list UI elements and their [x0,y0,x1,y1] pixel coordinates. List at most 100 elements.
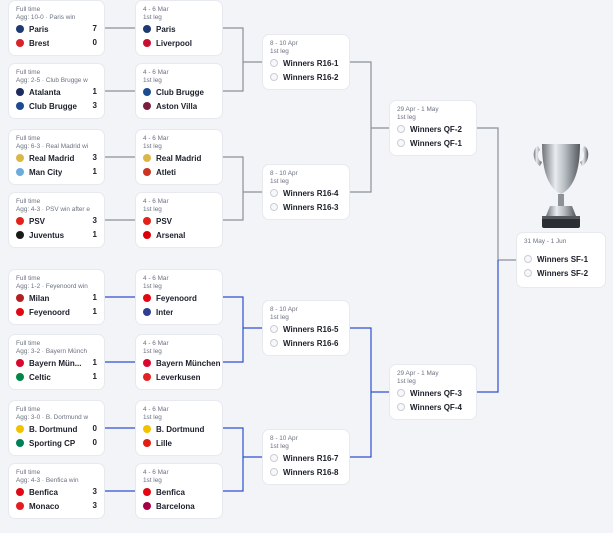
team-row-club-brugge[interactable]: Club Brugge [143,86,204,98]
team-name: Celtic [29,372,51,382]
team-row-man-city[interactable]: Man City [16,166,62,178]
match-status: 29 Apr - 1 May [397,370,439,377]
team-row-winners-r16-7[interactable]: Winners R16-7 [270,452,339,464]
team-row-feyenoord[interactable]: Feyenoord [16,306,70,318]
team-row-lille[interactable]: Lille [143,437,172,449]
placeholder-team-icon [270,189,278,197]
champions-league-trophy-icon [533,144,589,228]
team-row-celtic[interactable]: Celtic [16,371,51,383]
team-row-atalanta[interactable]: Atalanta [16,86,61,98]
team-name: Paris [156,24,176,34]
team-row-psv[interactable]: PSV [16,215,45,227]
team-row-arsenal[interactable]: Arsenal [143,229,185,241]
team-row-winners-qf-2[interactable]: Winners QF-2 [397,123,462,135]
celtic-crest-icon [16,373,24,381]
match-status: 29 Apr - 1 May [397,106,439,113]
match-status: 4 - 6 Mar [143,198,169,205]
dortmund-crest-icon [143,425,151,433]
team-row-real-madrid[interactable]: Real Madrid [16,152,74,164]
team-row-inter[interactable]: Inter [143,306,173,318]
team-row-b-dortmund[interactable]: B. Dortmund [143,423,204,435]
team-row-winners-qf-1[interactable]: Winners QF-1 [397,137,462,149]
team-row-atleti[interactable]: Atleti [143,166,176,178]
team-name: Winners QF-1 [410,138,462,148]
team-row-monaco[interactable]: Monaco [16,500,59,512]
match-status: Full time [16,198,41,205]
team-row-psv[interactable]: PSV [143,215,172,227]
match-subtitle: 1st leg [143,77,162,84]
team-row-winners-sf-2[interactable]: Winners SF-2 [524,267,588,279]
team-name: Winners R16-4 [283,188,339,198]
match-status: Full time [16,406,41,413]
match-subtitle: 1st leg [143,283,162,290]
team-row-winners-r16-4[interactable]: Winners R16-4 [270,187,339,199]
team-row-aston-villa[interactable]: Aston Villa [143,100,197,112]
team-name: Winners R16-6 [283,338,339,348]
match-status: 31 May - 1 Jun [524,238,567,245]
team-row-winners-qf-3[interactable]: Winners QF-3 [397,387,462,399]
team-row-bayern-m-n[interactable]: Bayern Mün... [16,357,81,369]
team-row-paris[interactable]: Paris [143,23,176,35]
team-row-real-madrid[interactable]: Real Madrid [143,152,201,164]
match-status: 4 - 6 Mar [143,6,169,13]
placeholder-team-icon [270,73,278,81]
team-name: PSV [156,216,173,226]
team-row-bayern-m-nchen[interactable]: Bayern München [143,357,220,369]
team-row-winners-qf-4[interactable]: Winners QF-4 [397,401,462,413]
team-row-winners-r16-1[interactable]: Winners R16-1 [270,57,339,69]
placeholder-team-icon [270,454,278,462]
team-row-winners-sf-1[interactable]: Winners SF-1 [524,253,588,265]
team-row-paris[interactable]: Paris [16,23,49,35]
team-row-b-dortmund[interactable]: B. Dortmund [16,423,77,435]
team-row-leverkusen[interactable]: Leverkusen [143,371,200,383]
team-row-milan[interactable]: Milan [16,292,49,304]
team-row-winners-r16-8[interactable]: Winners R16-8 [270,466,339,478]
team-row-barcelona[interactable]: Barcelona [143,500,195,512]
team-row-winners-r16-3[interactable]: Winners R16-3 [270,201,339,213]
placeholder-team-icon [270,325,278,333]
match-subtitle: 1st leg [270,48,289,55]
team-row-feyenoord[interactable]: Feyenoord [143,292,197,304]
team-name: Bayern München [156,358,221,368]
match-status: 4 - 6 Mar [143,69,169,76]
team-row-benfica[interactable]: Benfica [16,486,58,498]
team-row-winners-r16-6[interactable]: Winners R16-6 [270,337,339,349]
team-row-club-brugge[interactable]: Club Brugge [16,100,77,112]
team-name: Brest [29,38,50,48]
match-subtitle: 1st leg [270,178,289,185]
match-subtitle: Agg: 2-5 · Club Brugge w [16,77,88,84]
team-row-sporting-cp[interactable]: Sporting CP [16,437,75,449]
team-row-brest[interactable]: Brest [16,37,49,49]
lille-crest-icon [143,439,151,447]
team-name: Winners R16-5 [283,324,339,334]
team-row-liverpool[interactable]: Liverpool [143,37,192,49]
team-row-benfica[interactable]: Benfica [143,486,185,498]
aston-villa-crest-icon [143,102,151,110]
team-row-juventus[interactable]: Juventus [16,229,64,241]
team-row-winners-r16-2[interactable]: Winners R16-2 [270,71,339,83]
team-row-winners-r16-5[interactable]: Winners R16-5 [270,323,339,335]
